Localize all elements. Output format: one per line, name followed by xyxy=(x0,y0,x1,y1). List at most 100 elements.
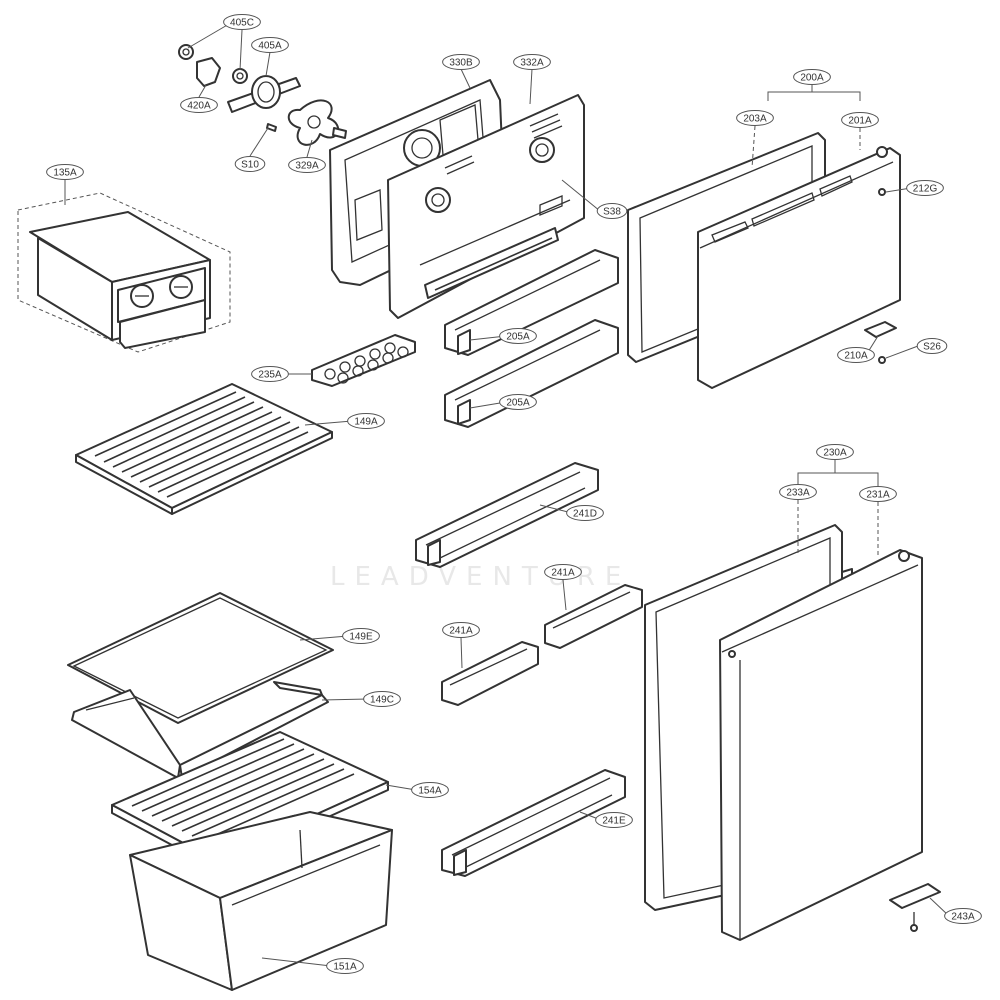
callout-bubble xyxy=(499,328,537,344)
callout-135a: 135A xyxy=(46,164,84,180)
callout-151a: 151A xyxy=(326,958,364,974)
freezer-door-bin-lower xyxy=(444,319,619,428)
egg-tray xyxy=(311,334,416,387)
callout-bubble xyxy=(566,505,604,521)
callout-labels: 405C 405A 420A S10 329A 330B 332A 200A 203A 201A 2… xyxy=(46,14,982,974)
callout-243a: 243A xyxy=(944,908,982,924)
callout-149a: 149A xyxy=(347,413,385,429)
callout-230a: 230A xyxy=(816,444,854,460)
callout-bubble xyxy=(859,486,897,502)
door-bin-241A-left xyxy=(441,641,539,706)
callout-text: 230A xyxy=(823,448,847,459)
freezer-door xyxy=(697,146,901,389)
callout-bubble xyxy=(595,812,633,828)
callout-420a: 420A xyxy=(180,97,218,113)
callout-241d: 241D xyxy=(566,505,604,521)
callout-text: 332A xyxy=(520,58,544,69)
callout-text: 149E xyxy=(349,632,373,643)
callout-bubble xyxy=(180,97,218,113)
shelf-frame xyxy=(71,681,329,779)
callout-text: 201A xyxy=(848,116,872,127)
callout-bubble xyxy=(544,564,582,580)
callout-210a: 210A xyxy=(837,347,875,363)
callout-text: 330B xyxy=(449,58,473,69)
callout-332a: 332A xyxy=(513,54,551,70)
callout-235a: 235A xyxy=(251,366,289,382)
callout-205a: 205A xyxy=(499,328,537,344)
callout-text: 205A xyxy=(506,398,530,409)
control-box xyxy=(17,192,231,353)
callout-text: 243A xyxy=(951,912,975,923)
callout-text: S38 xyxy=(603,207,621,218)
callout-212g: 212G xyxy=(906,180,944,196)
callout-text: S10 xyxy=(241,160,259,171)
callout-241a: 241A xyxy=(544,564,582,580)
callout-text: 235A xyxy=(258,370,282,381)
callout-241a: 241A xyxy=(442,622,480,638)
callout-text: 231A xyxy=(866,490,890,501)
callout-text: 151A xyxy=(333,962,357,973)
glass-shelf xyxy=(67,592,334,724)
callout-text: S26 xyxy=(923,342,941,353)
callout-text: 212G xyxy=(913,184,938,195)
callout-text: 241A xyxy=(551,568,575,579)
callout-bubble xyxy=(793,69,831,85)
callout-bubble xyxy=(288,157,326,173)
callout-s10: S10 xyxy=(234,156,266,172)
callout-bubble xyxy=(736,110,774,126)
crisper-drawer xyxy=(129,811,393,991)
callout-149e: 149E xyxy=(342,628,380,644)
callout-bubble xyxy=(363,691,401,707)
callout-bubble xyxy=(816,444,854,460)
callout-231a: 231A xyxy=(859,486,897,502)
callout-text: 233A xyxy=(786,488,810,499)
callout-text: 149A xyxy=(354,417,378,428)
callout-text: 405A xyxy=(258,41,282,52)
evaporator-cover xyxy=(387,94,585,319)
callout-text: 135A xyxy=(53,168,77,179)
callout-bubble xyxy=(46,164,84,180)
callout-text: 329A xyxy=(295,161,319,172)
callout-bubble xyxy=(326,958,364,974)
callout-text: 200A xyxy=(800,73,824,84)
callout-text: 241E xyxy=(602,816,626,827)
callout-text: 405C xyxy=(230,18,254,29)
callout-text: 210A xyxy=(844,351,868,362)
callout-205a: 205A xyxy=(499,394,537,410)
callout-233a: 233A xyxy=(779,484,817,500)
callout-329a: 329A xyxy=(288,157,326,173)
door-bin-241E xyxy=(441,769,626,877)
callout-bubble xyxy=(499,394,537,410)
callout-bubble xyxy=(916,338,948,354)
callout-text: 149C xyxy=(370,695,394,706)
door-bin-241D xyxy=(415,462,599,568)
callout-bubble xyxy=(841,112,879,128)
callout-bubble xyxy=(442,622,480,638)
callout-bubble xyxy=(342,628,380,644)
door-bin-241A-right xyxy=(544,584,643,649)
callout-201a: 201A xyxy=(841,112,879,128)
callout-bubble xyxy=(442,54,480,70)
callout-330b: 330B xyxy=(442,54,480,70)
callout-text: 154A xyxy=(418,786,442,797)
callout-200a: 200A xyxy=(793,69,831,85)
callout-text: 205A xyxy=(506,332,530,343)
callout-text: 203A xyxy=(743,114,767,125)
callout-bubble xyxy=(234,156,266,172)
callout-241e: 241E xyxy=(595,812,633,828)
freezer-door-bin-upper xyxy=(444,249,619,356)
fan-motor-assembly xyxy=(178,44,347,146)
callout-bubble xyxy=(347,413,385,429)
callout-bubble xyxy=(251,37,289,53)
callout-bubble xyxy=(513,54,551,70)
callout-bubble xyxy=(411,782,449,798)
callout-149c: 149C xyxy=(363,691,401,707)
callout-405a: 405A xyxy=(251,37,289,53)
fridge-door xyxy=(719,549,941,941)
callout-bubble xyxy=(944,908,982,924)
callout-s38: S38 xyxy=(596,203,628,219)
callout-405c: 405C xyxy=(223,14,261,30)
callout-bubble xyxy=(596,203,628,219)
callout-bubble xyxy=(779,484,817,500)
